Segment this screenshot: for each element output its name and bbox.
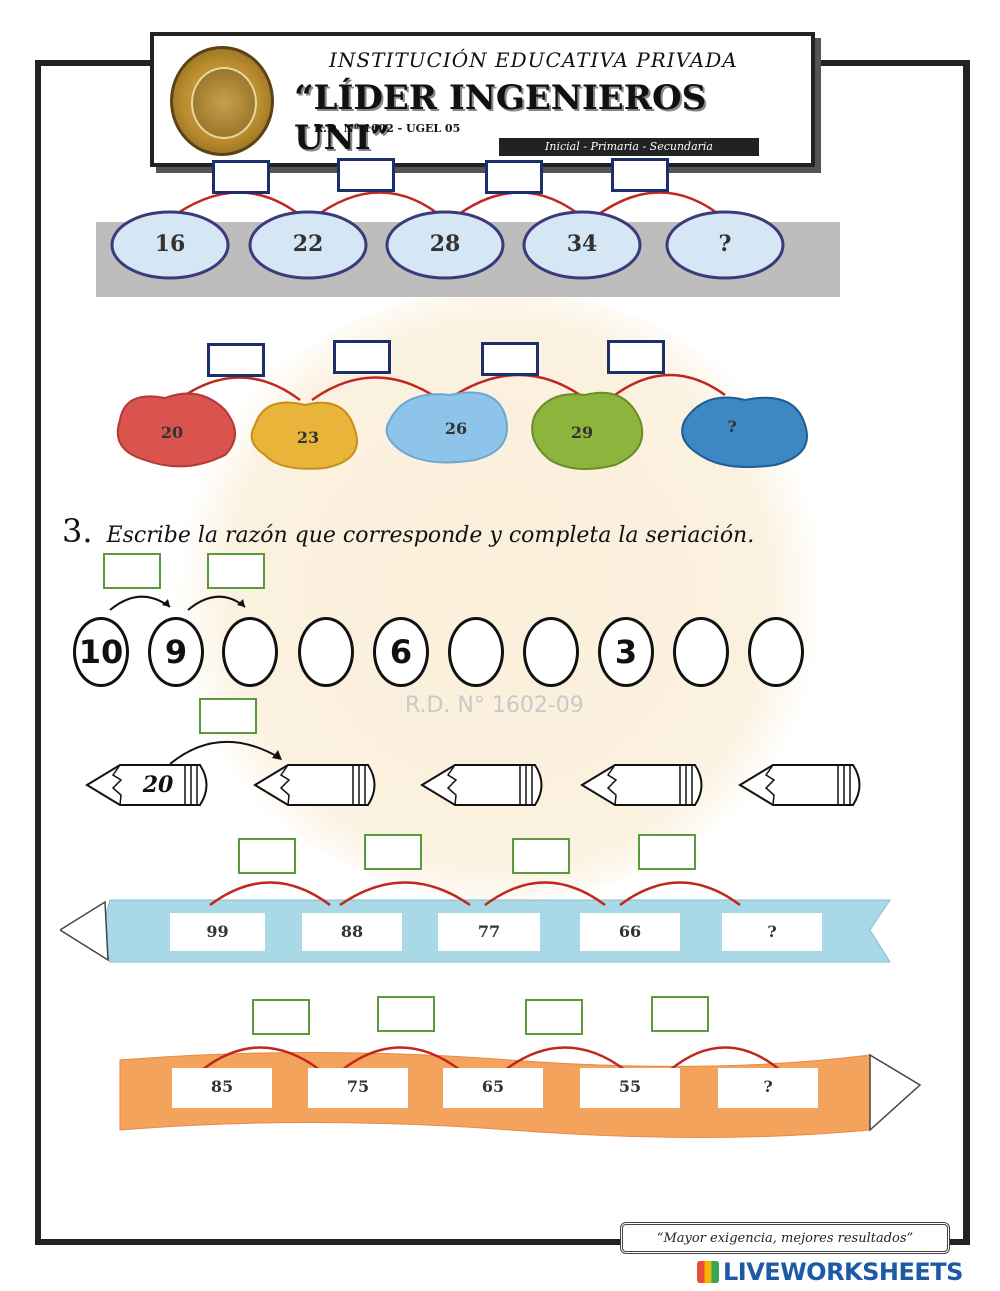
oval-8: 3 [598, 617, 654, 687]
orange-ribbon-value-3: 65 [481, 1077, 505, 1096]
oval-5: 6 [373, 617, 429, 687]
blue-ribbon-cell-2 [302, 913, 402, 951]
leaves-shapes [116, 391, 808, 470]
cloud-ratio-box-4[interactable] [611, 158, 669, 192]
orange-ribbon-ratio-box-3[interactable] [525, 999, 583, 1035]
oval-2: 9 [148, 617, 204, 687]
oval-3[interactable] [222, 617, 278, 687]
leaf-ratio-box-4[interactable] [607, 340, 665, 374]
cloud-ratio-box-3[interactable] [485, 160, 543, 194]
orange-ribbon-ratio-box-2[interactable] [377, 996, 435, 1032]
orange-ribbon-cell-3 [443, 1068, 543, 1108]
pencils [85, 764, 861, 806]
orange-ribbon-ratio-box-4[interactable] [651, 996, 709, 1032]
blue-ribbon-value-1: 99 [206, 922, 229, 941]
liveworksheets-icon [697, 1261, 719, 1283]
oval-ratio-box-1[interactable] [103, 553, 161, 589]
blue-ribbon-ratio-box-3[interactable] [512, 838, 570, 874]
oval-6[interactable] [448, 617, 504, 687]
blue-ribbon-value-5: ? [767, 922, 777, 941]
blue-ribbon-ratio-box-1[interactable] [238, 838, 296, 874]
header-institution: INSTITUCIÓN EDUCATIVA PRIVADA [329, 48, 738, 72]
oval-10[interactable] [748, 617, 804, 687]
header-rd: R.D. Nº 1602 - UGEL 05 [314, 122, 461, 135]
orange-ribbon-cell-1 [172, 1068, 272, 1108]
header-levels: Inicial - Primaria - Secundaria [499, 138, 759, 156]
blue-ribbon-ratio-box-2[interactable] [364, 834, 422, 870]
leaf-value-4: 29 [570, 423, 594, 442]
pencil-ratio-box-1[interactable] [199, 698, 257, 734]
cloud-ratio-box-2[interactable] [337, 158, 395, 192]
exercise-3-instruction: 3. Escribe la razón que corresponde y com… [62, 512, 754, 550]
cloud-value-4: 34 [566, 231, 598, 257]
cloud-value-1: 16 [154, 231, 186, 257]
oval-ratio-box-2[interactable] [207, 553, 265, 589]
leaf-value-2: 23 [296, 428, 320, 447]
blue-ribbon-cell-5 [722, 913, 822, 951]
school-header: INSTITUCIÓN EDUCATIVA PRIVADA “LÍDER ING… [150, 32, 815, 167]
liveworksheets-brand: LIVEWORKSHEETS [723, 1258, 963, 1286]
cloud-ratio-box-1[interactable] [212, 160, 270, 194]
orange-ribbon-cell-5 [718, 1068, 818, 1108]
oval-arrows [109, 595, 246, 611]
orange-ribbon-cell-2 [308, 1068, 408, 1108]
oval-7[interactable] [523, 617, 579, 687]
pencil-value-1: 20 [142, 772, 174, 798]
oval-9[interactable] [673, 617, 729, 687]
orange-ribbon-value-4: 55 [618, 1077, 642, 1096]
orange-ribbon-cell-4 [580, 1068, 680, 1108]
cloud-value-3: 28 [429, 231, 461, 257]
orange-ribbon-value-1: 85 [210, 1077, 234, 1096]
blue-ribbon-value-4: 66 [618, 922, 642, 941]
leaf-value-5: ? [727, 417, 737, 436]
leaf-value-1: 20 [160, 423, 184, 442]
leaf-value-3: 26 [444, 419, 468, 438]
orange-ribbon-ratio-box-1[interactable] [252, 999, 310, 1035]
cloud-value-2: 22 [292, 231, 324, 257]
blue-ribbon-cell-1 [170, 913, 265, 951]
blue-ribbon-ratio-box-4[interactable] [638, 834, 696, 870]
leaf-ratio-box-1[interactable] [207, 343, 265, 377]
clouds-shapes [110, 210, 785, 280]
watermark-rd: R.D. N° 1602-09 [405, 693, 584, 718]
leaf-ratio-box-3[interactable] [481, 342, 539, 376]
school-seal-logo [170, 46, 274, 156]
exercise-3-number: 3. [62, 512, 93, 550]
blue-ribbon-value-3: 77 [477, 922, 501, 941]
cloud-value-5: ? [718, 231, 732, 257]
blue-ribbon-cell-3 [438, 913, 540, 951]
pencil-arrow [169, 741, 282, 765]
leaf-ratio-box-2[interactable] [333, 340, 391, 374]
orange-ribbon-value-5: ? [763, 1077, 773, 1096]
liveworksheets-logo[interactable]: LIVEWORKSHEETS [697, 1258, 963, 1286]
header-school-name: “LÍDER INGENIEROS UNI” [294, 78, 707, 158]
exercise-3-text: Escribe la razón que corresponde y compl… [106, 523, 755, 548]
blue-ribbon-cell-4 [580, 913, 680, 951]
oval-4[interactable] [298, 617, 354, 687]
footer-slogan: “Mayor exigencia, mejores resultados” [620, 1222, 950, 1254]
blue-ribbon-value-2: 88 [340, 922, 364, 941]
orange-ribbon-value-2: 75 [346, 1077, 370, 1096]
oval-1: 10 [73, 617, 129, 687]
